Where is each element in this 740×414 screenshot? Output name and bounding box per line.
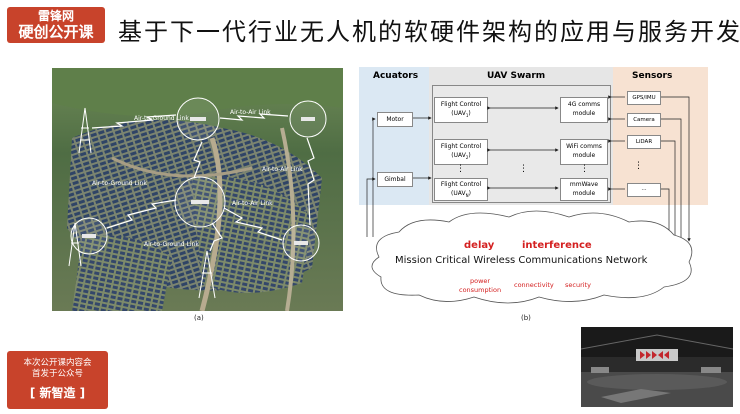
logo-line2: 硬创公开课: [18, 23, 94, 41]
badge-line2: 首发于公众号: [31, 369, 83, 379]
network-power-line1: power: [470, 277, 491, 285]
figure-a-caption: (a): [194, 314, 204, 322]
actuator-motor: Motor: [377, 112, 413, 127]
diagram-connectors: [366, 95, 693, 304]
ellipsis-comms: ⋮: [580, 164, 589, 174]
network-name: Mission Critical Wireless Communications…: [395, 255, 648, 266]
ellipsis-sensors: ⋮: [634, 161, 643, 171]
fc1-sub: (UAV: [451, 110, 466, 117]
network-security: security: [565, 281, 591, 289]
network-cloud: [371, 210, 693, 304]
link-label-3: Air-to-Ground Link: [92, 180, 147, 187]
aerial-photo-illustration: [52, 68, 343, 311]
fc2-idx: 2: [465, 155, 469, 161]
flight-control-2-uav: (UAV2): [435, 151, 487, 162]
swarm-header: UAV Swarm: [487, 71, 546, 81]
comms-mmwave-line1: mmWave: [569, 181, 599, 188]
exhibition-hall-photo: [581, 327, 733, 407]
sensor-lidar: LiDAR: [627, 135, 661, 149]
architecture-diagram: Acuators UAV Swarm Sensors Motor Gimbal …: [359, 67, 708, 313]
fc1-idx: 1: [465, 113, 469, 119]
link-label-5: Air-to-Air Link: [232, 200, 273, 207]
badge-line3: [ 新智造 ]: [29, 386, 86, 400]
actuators-header: Acuators: [373, 71, 419, 81]
network-connectivity: connectivity: [514, 281, 554, 289]
fc2-sub: (UAV: [451, 152, 466, 159]
flight-control-n-label: Flight Control: [440, 181, 482, 188]
network-power-line2: consumption: [459, 286, 502, 294]
aerial-photo-figure: Air-to-Ground Link Air-to-Air Link Air-t…: [52, 68, 343, 311]
badge-line1: 本次公开课内容会: [23, 358, 92, 368]
flight-control-1: Flight Control (UAV1): [434, 97, 488, 123]
sensor-gps-imu: GPS/IMU: [627, 91, 661, 105]
comms-wifi-line1: WiFi comms: [566, 143, 602, 150]
actuator-gimbal: Gimbal: [377, 172, 413, 187]
comms-mmwave-module: mmWave module: [560, 178, 608, 201]
flight-control-n: Flight Control (UAVN): [434, 178, 488, 201]
network-power: power consumption: [459, 277, 501, 295]
comms-mmwave-line2: module: [572, 190, 596, 197]
ellipsis-fc: ⋮: [456, 164, 465, 174]
link-label-1: Air-to-Ground Link: [134, 115, 189, 122]
flight-control-1-label: Flight Control: [440, 101, 482, 108]
link-label-2: Air-to-Air Link: [230, 109, 271, 116]
flight-control-2: Flight Control (UAV2): [434, 139, 488, 165]
flight-control-1-uav: (UAV1): [435, 109, 487, 120]
flight-control-n-uav: (UAVN): [435, 189, 487, 200]
logo-line1: 雷锋网: [37, 9, 74, 23]
fcn-close: ): [468, 190, 471, 197]
network-interference: interference: [522, 240, 592, 251]
flight-control-2-label: Flight Control: [440, 143, 482, 150]
sensor-more: ...: [627, 183, 661, 197]
fcn-idx: N: [465, 193, 469, 199]
wechat-badge: 本次公开课内容会 首发于公众号 [ 新智造 ]: [7, 351, 108, 409]
link-label-4: Air-to-Air Link: [262, 166, 303, 173]
network-delay: delay: [464, 240, 495, 251]
comms-wifi-module: WiFi comms module: [560, 139, 608, 165]
link-label-6: Air-to-Ground Link: [144, 241, 199, 248]
sensors-header: Sensors: [632, 71, 673, 81]
exhibition-hall-illustration: [581, 327, 733, 407]
fcn-sub: (UAV: [451, 190, 466, 197]
comms-4g-line2: module: [572, 110, 596, 117]
comms-wifi-line2: module: [572, 152, 596, 159]
sensor-camera: Camera: [627, 113, 661, 127]
figure-b-caption: (b): [521, 314, 531, 322]
ellipsis-mid: ⋮: [519, 164, 528, 174]
logo: 雷锋网 硬创公开课: [7, 7, 105, 43]
page-title: 基于下一代行业无人机的软硬件架构的应用与服务开发: [118, 18, 740, 46]
comms-4g-line1: 4G comms: [567, 101, 601, 108]
comms-4g-module: 4G comms module: [560, 97, 608, 123]
fc1-close: ): [468, 110, 471, 117]
fc2-close: ): [468, 152, 471, 159]
